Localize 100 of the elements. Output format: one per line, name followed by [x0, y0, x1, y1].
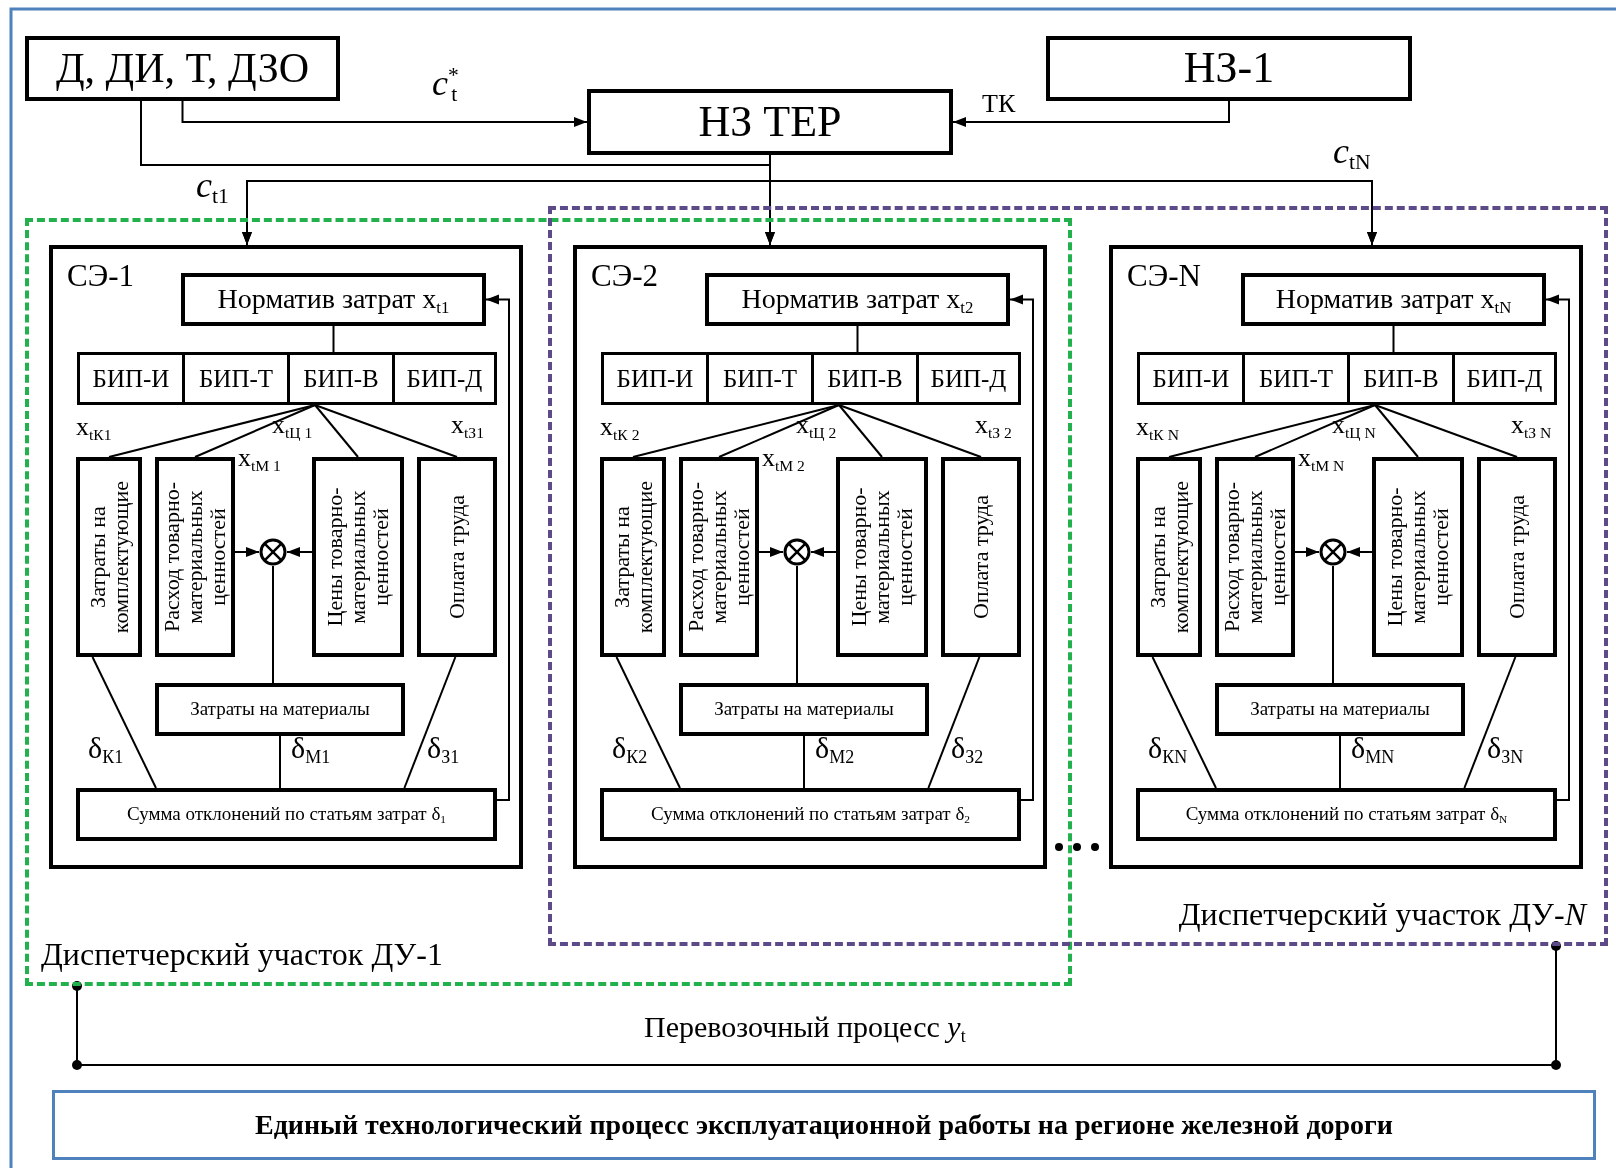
edge-label: ТК — [982, 90, 1016, 119]
connector-line — [314, 404, 359, 458]
process-box — [312, 457, 404, 657]
process-box — [392, 352, 497, 405]
box-label: Затраты на комплектующие — [85, 479, 133, 636]
box-label: Норматив затрат x$_{tN}$ — [1275, 284, 1512, 315]
box-label: Оплата труда — [969, 493, 993, 622]
edge-label: x$_{tМ 1}$ — [238, 444, 281, 473]
box-label: Норматив затрат x$_{t2}$ — [741, 284, 974, 315]
process-box — [287, 352, 395, 405]
box-label: НЗ ТЕР — [698, 97, 842, 147]
process-box — [600, 788, 1021, 841]
block-frame — [573, 245, 1047, 869]
block-frame — [1109, 245, 1583, 869]
process-box — [679, 683, 929, 736]
edge-label: x$_{tК1}$ — [76, 413, 112, 442]
edge-label: δ$_{К1}$ — [88, 731, 124, 764]
edge-label: x$_{tМ N}$ — [1298, 444, 1345, 473]
box-label: Сумма отклонений по статьям затрат δ$_{1}$ — [126, 804, 447, 825]
process-box — [1215, 457, 1295, 657]
process-box — [679, 457, 759, 657]
process-box — [417, 457, 497, 657]
process-box — [76, 457, 142, 657]
arrow — [810, 547, 837, 557]
arrow — [1545, 294, 1570, 801]
box-label: Расход товарно-материальных ценностей — [684, 481, 754, 634]
connector-line — [314, 404, 458, 458]
arrow — [234, 547, 260, 557]
edge-label: δ$_{ЗN}$ — [1487, 731, 1524, 764]
process-box — [916, 352, 1021, 405]
bus-line — [72, 941, 1561, 1070]
connector-line — [194, 404, 316, 458]
connector-line — [272, 565, 274, 684]
arrow — [286, 547, 313, 557]
process-box — [601, 352, 709, 405]
connector-line — [1374, 404, 1419, 458]
box-label: Единый технологический процесс эксплуатационной работы на регионе железной дороги — [255, 1109, 1393, 1141]
dashed-region — [548, 206, 1608, 946]
process-box — [1046, 36, 1412, 101]
process-box — [1372, 457, 1464, 657]
box-label: Норматив затрат x$_{t1}$ — [217, 284, 450, 315]
box-label: БИП-В — [827, 364, 903, 393]
process-box — [52, 1090, 1596, 1160]
edge-label: δ$_{З1}$ — [427, 731, 460, 764]
multiplier-symbol — [1319, 538, 1347, 566]
process-box — [77, 352, 185, 405]
connector-line — [856, 325, 859, 353]
process-box — [705, 273, 1010, 326]
connector-line — [1332, 565, 1334, 684]
edge-label: δ$_{З2}$ — [951, 731, 984, 764]
connector-line — [718, 404, 840, 458]
box-label: БИП-В — [1363, 364, 1439, 393]
process-box — [600, 457, 666, 657]
box-label: БИП-Д — [1466, 364, 1543, 393]
edge-label: x$_{tЗ1}$ — [451, 411, 484, 440]
connector-line — [1463, 656, 1517, 789]
connector-line — [1151, 656, 1217, 789]
connector-line — [1339, 735, 1341, 789]
arrow — [758, 547, 784, 557]
connector-line — [332, 325, 335, 353]
edge-label: x$_{tЗ 2}$ — [975, 411, 1012, 440]
dashed-region — [25, 218, 1072, 986]
edge-label: δ$_{КN}$ — [1148, 731, 1188, 764]
process-box — [181, 273, 486, 326]
edge-label: δ$_{МN}$ — [1351, 731, 1395, 764]
multiplier-symbol — [259, 538, 287, 566]
connector-line — [91, 656, 157, 789]
edge-label: x$_{tК N}$ — [1136, 413, 1179, 442]
process-box — [1136, 457, 1202, 657]
region-label: Диспетчерский участок ДУ-1 — [41, 936, 443, 972]
multiplier-symbol — [783, 538, 811, 566]
connector-line — [1254, 404, 1376, 458]
edge-label: x$_{tЗ N}$ — [1511, 411, 1552, 440]
box-label: Затраты на комплектующие — [609, 479, 657, 636]
process-box — [182, 352, 290, 405]
connector-line — [1392, 325, 1395, 353]
box-label: Расход товарно-материальных ценностей — [160, 481, 230, 634]
box-label: Сумма отклонений по статьям затрат δ$_{2}$ — [650, 804, 971, 825]
box-label: Затраты на материалы — [1250, 699, 1430, 720]
box-label: БИП-И — [92, 364, 170, 393]
box-label: БИП-Д — [930, 364, 1007, 393]
process-box — [587, 89, 953, 155]
process-box — [836, 457, 928, 657]
process-box — [155, 457, 235, 657]
process-box — [155, 683, 405, 736]
process-box — [1241, 273, 1546, 326]
box-label: Д, ДИ, Т, ДЗО — [55, 45, 310, 92]
connector-line — [279, 735, 281, 789]
box-label: БИП-И — [1152, 364, 1230, 393]
process-box — [1452, 352, 1557, 405]
edge-label: c$_{tN}$ — [1333, 132, 1371, 172]
connector-line — [927, 656, 981, 789]
process-box — [25, 36, 340, 101]
box-label: БИП-Т — [198, 364, 274, 393]
block-title: СЭ-2 — [591, 259, 658, 294]
edge-label: δ$_{К2}$ — [612, 731, 648, 764]
arrow — [1294, 547, 1320, 557]
box-label: Затраты на материалы — [714, 699, 894, 720]
process-box — [941, 457, 1021, 657]
arrow — [181, 100, 588, 127]
